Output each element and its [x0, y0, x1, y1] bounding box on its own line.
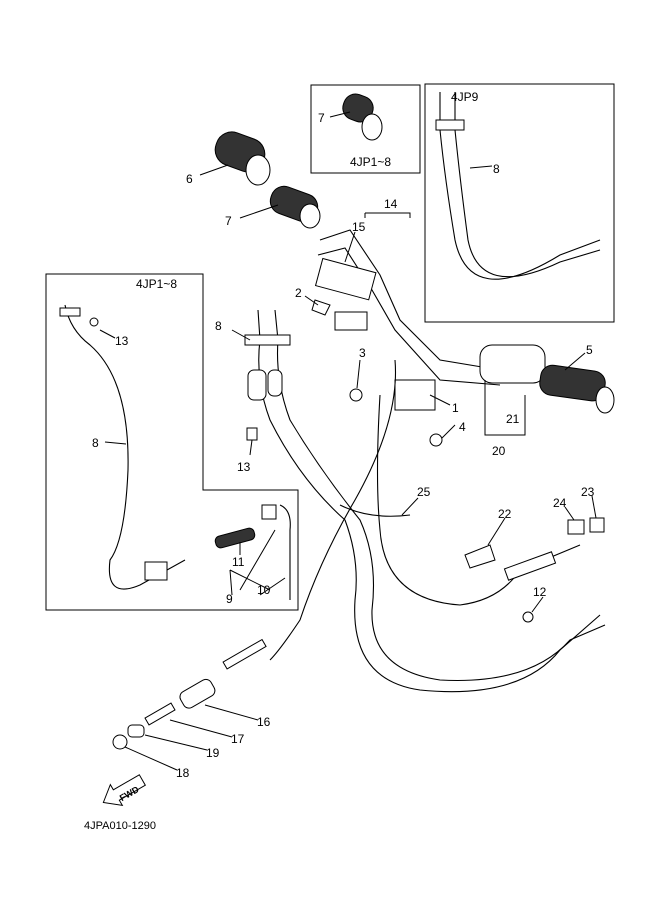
- callout-11: 11: [232, 555, 245, 569]
- callout-22: 22: [498, 507, 512, 521]
- inset-box-right: [424, 83, 615, 323]
- callout-8-inset-right: 8: [493, 162, 500, 176]
- callout-9: 9: [226, 592, 233, 606]
- grip-part-inset: [329, 93, 383, 141]
- callout-18: 18: [176, 766, 190, 780]
- fwd-arrow-icon: [102, 774, 147, 807]
- callout-17: 17: [231, 732, 245, 746]
- callout-21: 21: [506, 412, 520, 426]
- inset-box-left: [45, 273, 299, 611]
- small-parts-right: [464, 495, 605, 623]
- callout-16: 16: [257, 715, 271, 729]
- callout-25: 25: [417, 485, 431, 499]
- callout-14: 14: [384, 197, 398, 211]
- handlebar: [311, 229, 615, 447]
- throttle-cable-4jp9: [435, 92, 601, 280]
- callout-23: 23: [581, 485, 595, 499]
- callout-7: 7: [225, 214, 232, 228]
- throttle-cable-4jp1-8: [59, 304, 291, 600]
- callout-15: 15: [352, 220, 366, 234]
- callout-6: 6: [186, 172, 193, 186]
- callout-2: 2: [295, 286, 302, 300]
- grip-7: [239, 185, 321, 229]
- callout-7-inset: 7: [318, 111, 325, 125]
- callout-24: 24: [553, 496, 567, 510]
- throttle-cables: [231, 309, 606, 693]
- grip-6: [199, 131, 271, 186]
- inset-right-title: 4JP9: [451, 90, 479, 104]
- drawing-code: 4JPA010-1290: [84, 820, 156, 832]
- callout-4: 4: [459, 420, 466, 434]
- callout-19: 19: [206, 746, 220, 760]
- inset-top-title: 4JP1~8: [350, 155, 391, 169]
- callout-20: 20: [492, 444, 506, 458]
- inset-box-top: [310, 84, 421, 174]
- callout-8-inset-left: 8: [92, 436, 99, 450]
- callout-5: 5: [586, 343, 593, 357]
- cable-end-parts: [112, 638, 267, 771]
- callout-3: 3: [359, 346, 366, 360]
- callout-12: 12: [533, 585, 547, 599]
- callout-13: 13: [237, 460, 251, 474]
- callout-13-inset: 13: [115, 334, 129, 348]
- callout-8: 8: [215, 319, 222, 333]
- callout-10: 10: [257, 583, 271, 597]
- inset-left-title: 4JP1~8: [136, 277, 177, 291]
- callout-1: 1: [452, 401, 459, 415]
